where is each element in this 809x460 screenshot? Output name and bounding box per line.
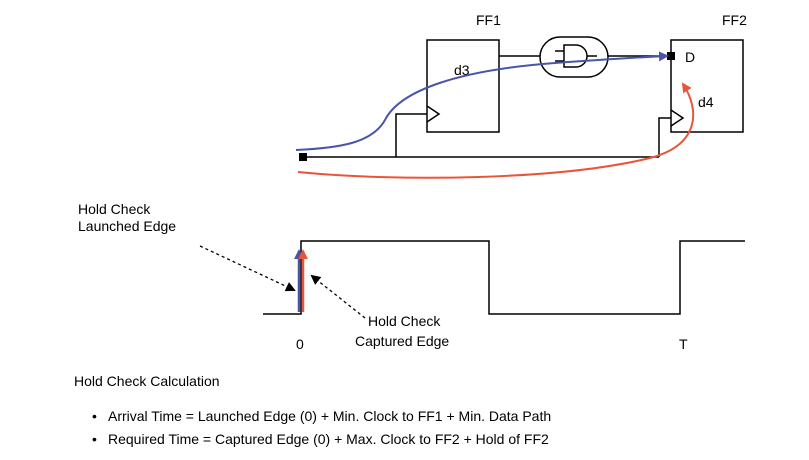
- circuit: FF1 d3 FF2 D d4: [295, 12, 747, 179]
- captured-edge-label-line2: Captured Edge: [355, 333, 449, 349]
- required-time-formula: Required Time = Captured Edge (0) + Max.…: [92, 428, 551, 451]
- launched-edge-label-line2: Launched Edge: [78, 218, 176, 234]
- time-period-label: T: [679, 336, 688, 352]
- ff2-clock-pin: [670, 109, 685, 127]
- ff2-delay-label: d4: [698, 94, 714, 110]
- clock-waveform: [263, 240, 745, 315]
- timing-waveform: Hold Check Launched Edge Hold Check Capt…: [78, 201, 745, 352]
- ff1-block: FF1 d3: [426, 12, 501, 133]
- launched-edge-label-line1: Hold Check: [78, 201, 151, 217]
- ff1-name: FF1: [476, 12, 501, 28]
- time-zero-label: 0: [296, 336, 304, 352]
- clock-path-curve: [297, 82, 695, 179]
- ff2-name: FF2: [722, 12, 747, 28]
- calculation-list: Arrival Time = Launched Edge (0) + Min. …: [92, 405, 551, 451]
- data-path-curve: [295, 51, 669, 151]
- captured-edge-pointer: [310, 274, 366, 319]
- arrival-time-formula: Arrival Time = Launched Edge (0) + Min. …: [92, 405, 551, 428]
- ff2-d-pin: [667, 52, 675, 60]
- clock-tree: [299, 113, 671, 161]
- ff2-d-pin-label: D: [685, 49, 695, 65]
- launched-edge-pointer: [199, 245, 296, 292]
- captured-edge-label-line1: Hold Check: [368, 313, 441, 329]
- ff1-delay-label: d3: [454, 62, 470, 78]
- calculation-heading: Hold Check Calculation: [74, 373, 220, 389]
- ff2-block: FF2 D d4: [667, 12, 747, 133]
- ff1-clock-pin: [426, 105, 441, 123]
- logic-gate-icon: [539, 36, 609, 78]
